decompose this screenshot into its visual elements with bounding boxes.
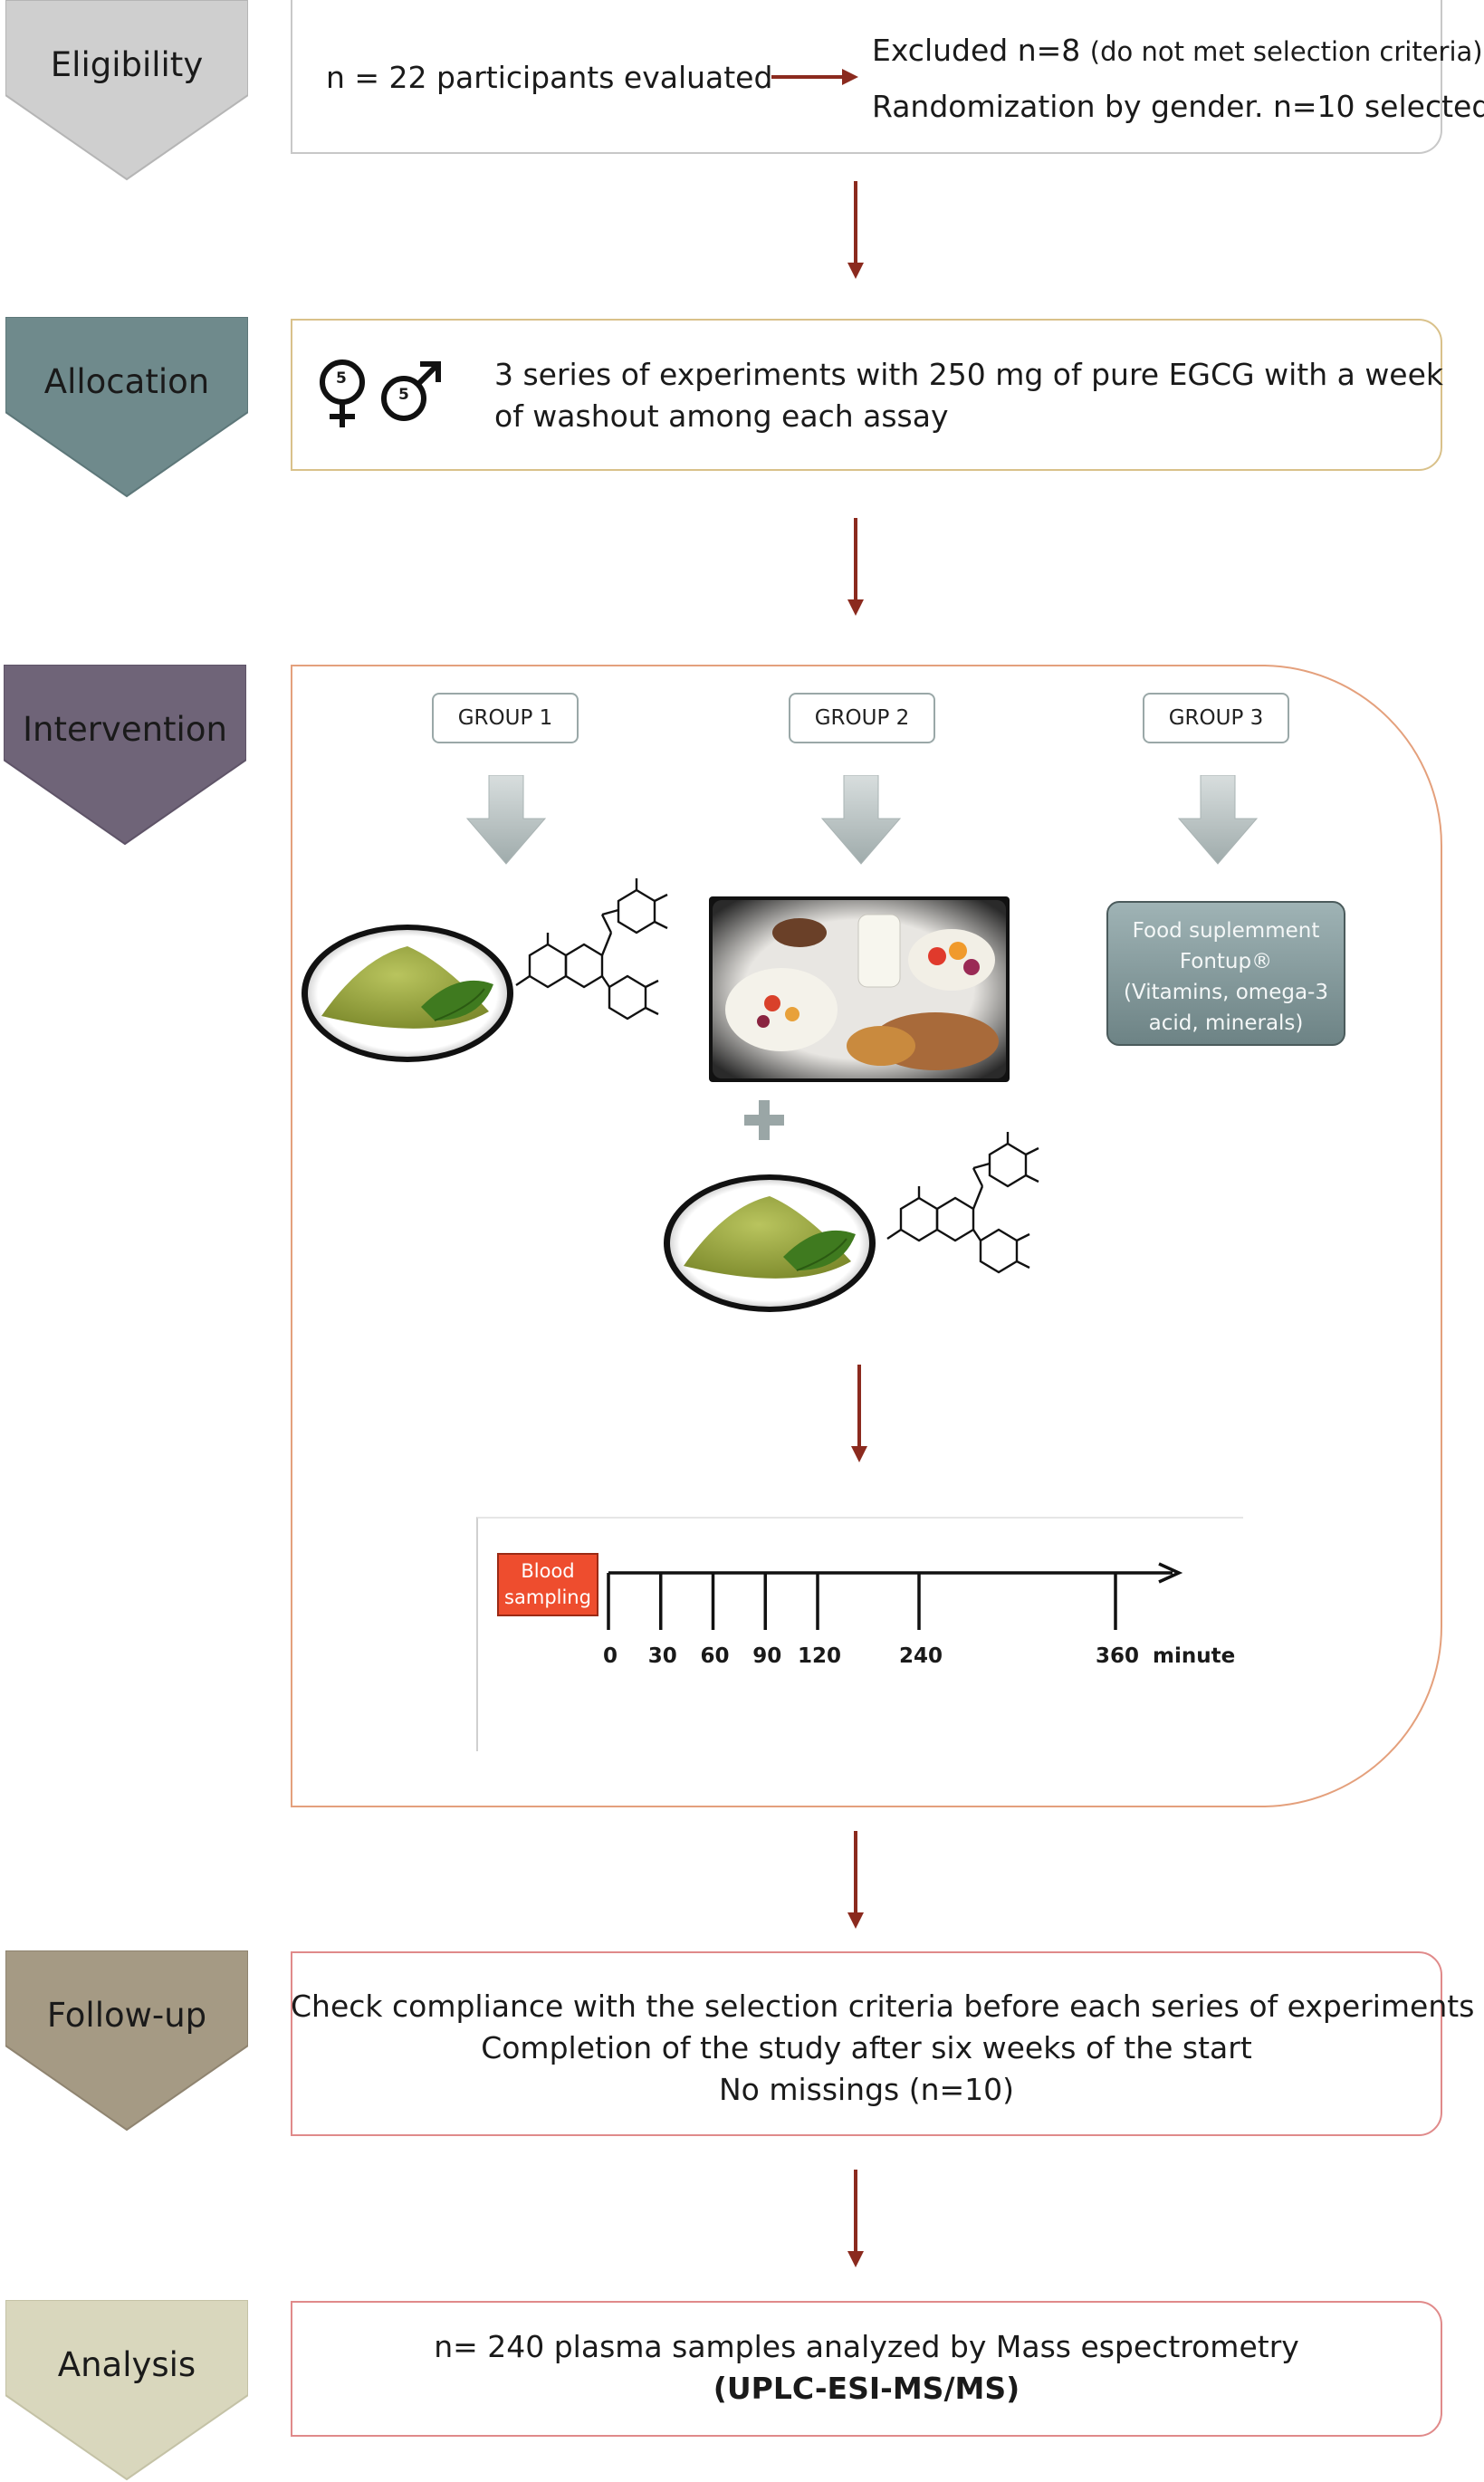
timeline-tick-label-30: 30: [647, 1644, 677, 1668]
green-tea-powder-image-1: [302, 925, 513, 1062]
plus-icon: [744, 1100, 784, 1140]
stage-intervention-shape: [4, 665, 246, 846]
flow-arrow-intervention: [851, 1365, 867, 1462]
timeline-tick-label-120: 120: [797, 1644, 842, 1668]
green-tea-powder-image-2: [664, 1174, 876, 1312]
excluded-count: Excluded n=8 (do not met selection crite…: [872, 33, 1483, 68]
stage-allocation-shape: [5, 317, 248, 498]
followup-line1: Check compliance with the selection crit…: [291, 1988, 1475, 2024]
group-1-label: GROUP 1: [432, 693, 579, 743]
stage-followup-shape: [5, 1950, 248, 2132]
participants-evaluated: n = 22 participants evaluated: [326, 60, 773, 95]
breakfast-photo: [709, 896, 1010, 1082]
food-supplement-line4: acid, minerals): [1148, 1011, 1304, 1035]
eligibility-right-arrow: [771, 69, 858, 85]
stage-analysis-label: Analysis: [57, 2345, 196, 2384]
stage-eligibility-shape: [5, 0, 248, 181]
stage-eligibility: Eligibility: [5, 0, 248, 181]
stage-intervention-label: Intervention: [23, 710, 227, 749]
timeline-unit: minute: [1153, 1644, 1236, 1668]
randomization-text: Randomization by gender. n=10 selected: [872, 89, 1484, 124]
eligibility-box: [291, 0, 1442, 154]
allocation-line1: 3 series of experiments with 250 mg of p…: [494, 357, 1444, 392]
stage-analysis-shape: [5, 2300, 248, 2481]
food-supplement-line1: Food suplemment: [1132, 919, 1320, 943]
timeline-tick-label-0: 0: [602, 1644, 618, 1668]
followup-line3: No missings (n=10): [718, 2072, 1015, 2107]
flow-arrow-4: [847, 2170, 864, 2267]
food-supplement-box: Food suplemment Fontup® (Vitamins, omega…: [1106, 901, 1345, 1046]
timeline-tick-label-90: 90: [752, 1644, 782, 1668]
stage-followup: Follow-up: [5, 1950, 248, 2132]
followup-line2: Completion of the study after six weeks …: [481, 2030, 1252, 2065]
blood-sampling-label: Blood sampling: [497, 1553, 598, 1616]
stage-analysis: Analysis: [5, 2300, 248, 2481]
stage-followup-label: Follow-up: [46, 1996, 207, 2035]
allocation-line2: of washout among each assay: [494, 398, 949, 434]
group-3-label: GROUP 3: [1143, 693, 1289, 743]
breakfast-image: [713, 900, 1006, 1078]
analysis-box: [291, 2301, 1442, 2437]
male-count: 5: [398, 386, 409, 404]
timeline-axis: [607, 1562, 1183, 1630]
group-1-down-arrow: [465, 775, 547, 865]
flow-arrow-3: [847, 1831, 864, 1929]
group-3-down-arrow: [1177, 775, 1259, 865]
egcg-molecule-icon-2: [886, 1132, 1039, 1274]
flow-arrow-2: [847, 518, 864, 616]
female-symbol-icon: [320, 359, 365, 427]
timeline-tick-label-360: 360: [1095, 1644, 1140, 1668]
food-supplement-line3: (Vitamins, omega-3: [1124, 981, 1328, 1004]
excluded-note: (do not met selection criteria): [1089, 36, 1483, 67]
stage-eligibility-label: Eligibility: [50, 45, 204, 84]
analysis-line1: n= 240 plasma samples analyzed by Mass e…: [434, 2329, 1299, 2364]
blood-sampling-line2: sampling: [504, 1586, 591, 1608]
allocation-box: [291, 319, 1442, 471]
flow-arrow-1: [847, 181, 864, 279]
timeline-tick-label-240: 240: [898, 1644, 943, 1668]
timeline-tick-label-60: 60: [700, 1644, 730, 1668]
excluded-main: Excluded n=8: [872, 33, 1081, 68]
analysis-line2: (UPLC-ESI-MS/MS): [713, 2371, 1020, 2406]
blood-sampling-line1: Blood: [521, 1560, 575, 1582]
stage-allocation: Allocation: [5, 317, 248, 498]
group-2-down-arrow: [820, 775, 902, 865]
gender-icons: [320, 359, 441, 427]
group-2-label: GROUP 2: [789, 693, 935, 743]
food-supplement-line2: Fontup®: [1179, 950, 1273, 973]
followup-box: [291, 1951, 1442, 2136]
timeline-panel: [476, 1517, 1243, 1751]
stage-intervention: Intervention: [4, 665, 246, 846]
egcg-molecule-icon-1: [515, 878, 668, 1021]
stage-allocation-label: Allocation: [43, 362, 210, 401]
male-symbol-icon: [381, 361, 441, 421]
female-count: 5: [336, 369, 347, 388]
